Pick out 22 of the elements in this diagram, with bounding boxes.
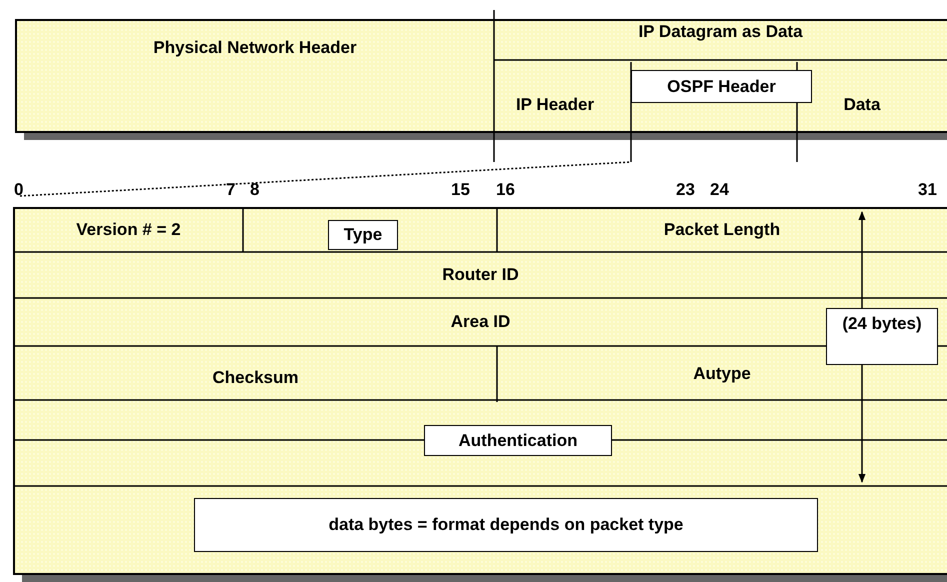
bit-number: 31 (918, 180, 937, 200)
field-label: IP Datagram as Data (638, 22, 803, 42)
field-label: IP Header (516, 95, 594, 115)
bit-number: 24 (710, 180, 729, 200)
field-box: Authentication (424, 425, 612, 456)
bit-number: 15 (451, 180, 470, 200)
field-label: Data (844, 95, 880, 115)
bit-number: 8 (250, 180, 260, 200)
note-box: data bytes = format depends on packet type (194, 498, 818, 552)
dimension-label: (24 bytes) (826, 308, 938, 365)
field-label: Packet Length (664, 220, 780, 240)
field-box: Type (328, 220, 398, 250)
bit-number: 0 (14, 180, 24, 200)
field-label: Version # = 2 (76, 220, 181, 240)
bit-number: 23 (676, 180, 695, 200)
header-box: OSPF Header (631, 70, 812, 103)
field-label: Physical Network Header (153, 38, 357, 58)
field-label: Checksum (212, 368, 298, 388)
bit-number: 16 (496, 180, 515, 200)
field-label: Area ID (450, 312, 510, 332)
field-label: Router ID (442, 265, 519, 285)
field-label: Autype (693, 364, 751, 384)
